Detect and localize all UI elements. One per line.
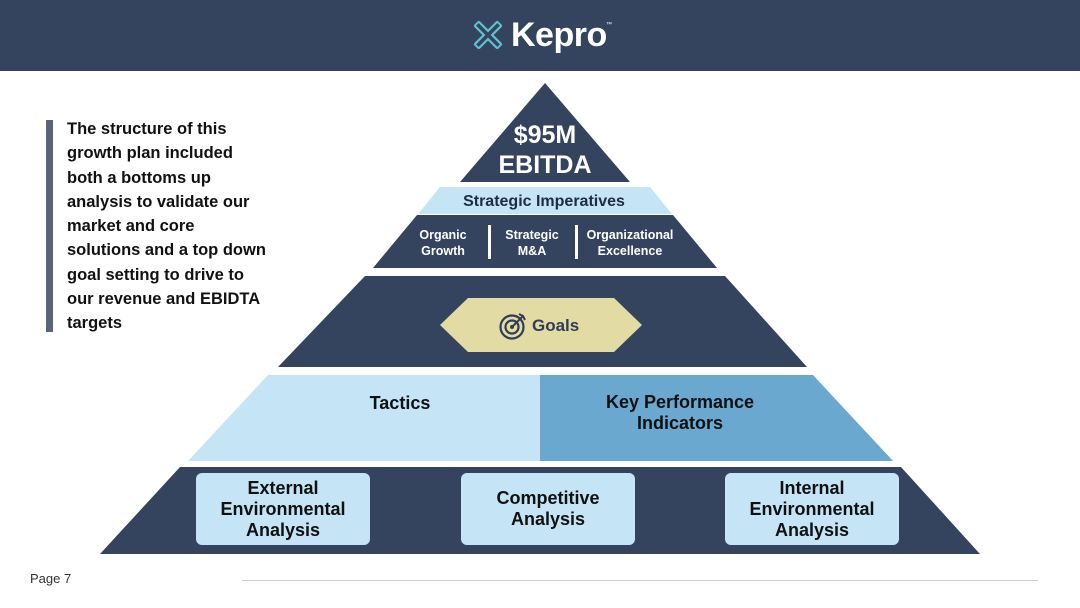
analysis-line: Analysis xyxy=(245,519,321,540)
kpi-band xyxy=(540,375,893,461)
analysis-line: Internal xyxy=(779,477,845,498)
page-number: Page 7 xyxy=(30,571,72,586)
goals-label-group: Goals xyxy=(498,310,579,342)
ebitda-label: EBITDA xyxy=(498,151,592,179)
internal-environmental-analysis-box: Internal Environmental Analysis xyxy=(725,473,899,545)
footer-divider xyxy=(242,580,1038,581)
goals-label: Goals xyxy=(532,316,580,335)
analysis-line: Analysis xyxy=(510,509,586,529)
competitive-analysis-box: Competitive Analysis xyxy=(461,473,635,545)
imperative-line: Strategic xyxy=(505,228,559,242)
imperative-line: M&A xyxy=(517,244,547,258)
kpi-line: Indicators xyxy=(636,413,723,433)
quote-accent-bar xyxy=(46,120,53,332)
imperative-divider xyxy=(575,225,578,259)
imperative-organic-growth: Organic Growth xyxy=(404,225,482,261)
imperatives-title-band xyxy=(418,187,672,214)
imperative-line: Organic xyxy=(419,228,467,242)
kepro-logo-icon xyxy=(473,20,503,50)
imperatives-band xyxy=(373,215,717,268)
imperative-divider xyxy=(488,225,491,259)
sidebar-description: The structure of this growth plan includ… xyxy=(67,120,266,333)
analysis-line: External xyxy=(247,477,319,498)
analysis-line: Environmental xyxy=(220,498,346,519)
tactics-band xyxy=(188,375,540,461)
imperative-line: Growth xyxy=(421,244,465,258)
target-icon xyxy=(499,313,526,340)
kpi-line: Key Performance xyxy=(605,392,755,412)
ebitda-value: $95M xyxy=(513,121,577,149)
imperative-line: Organizational xyxy=(586,228,674,242)
analysis-line: Environmental xyxy=(749,498,875,519)
imperative-line: Excellence xyxy=(597,244,663,258)
kpi-label: Key Performance Indicators xyxy=(580,390,780,436)
imperative-organizational-excellence: Organizational Excellence xyxy=(580,225,680,261)
analysis-line: Analysis xyxy=(774,519,850,540)
goals-hexagon xyxy=(440,298,642,352)
brand-name: Kepro xyxy=(511,16,607,54)
ebitda-target: $95M EBITDA xyxy=(468,117,622,183)
header-bar: Kepro ™ xyxy=(0,0,1080,71)
analysis-line: Competitive xyxy=(496,488,600,508)
pyramid-apex xyxy=(460,83,630,182)
external-environmental-analysis-box: External Environmental Analysis xyxy=(196,473,370,545)
tactics-label: Tactics xyxy=(369,392,431,413)
trademark-mark: ™ xyxy=(606,22,612,28)
imperative-strategic-ma: Strategic M&A xyxy=(494,225,570,261)
strategic-imperatives-title: Strategic Imperatives xyxy=(463,193,625,210)
